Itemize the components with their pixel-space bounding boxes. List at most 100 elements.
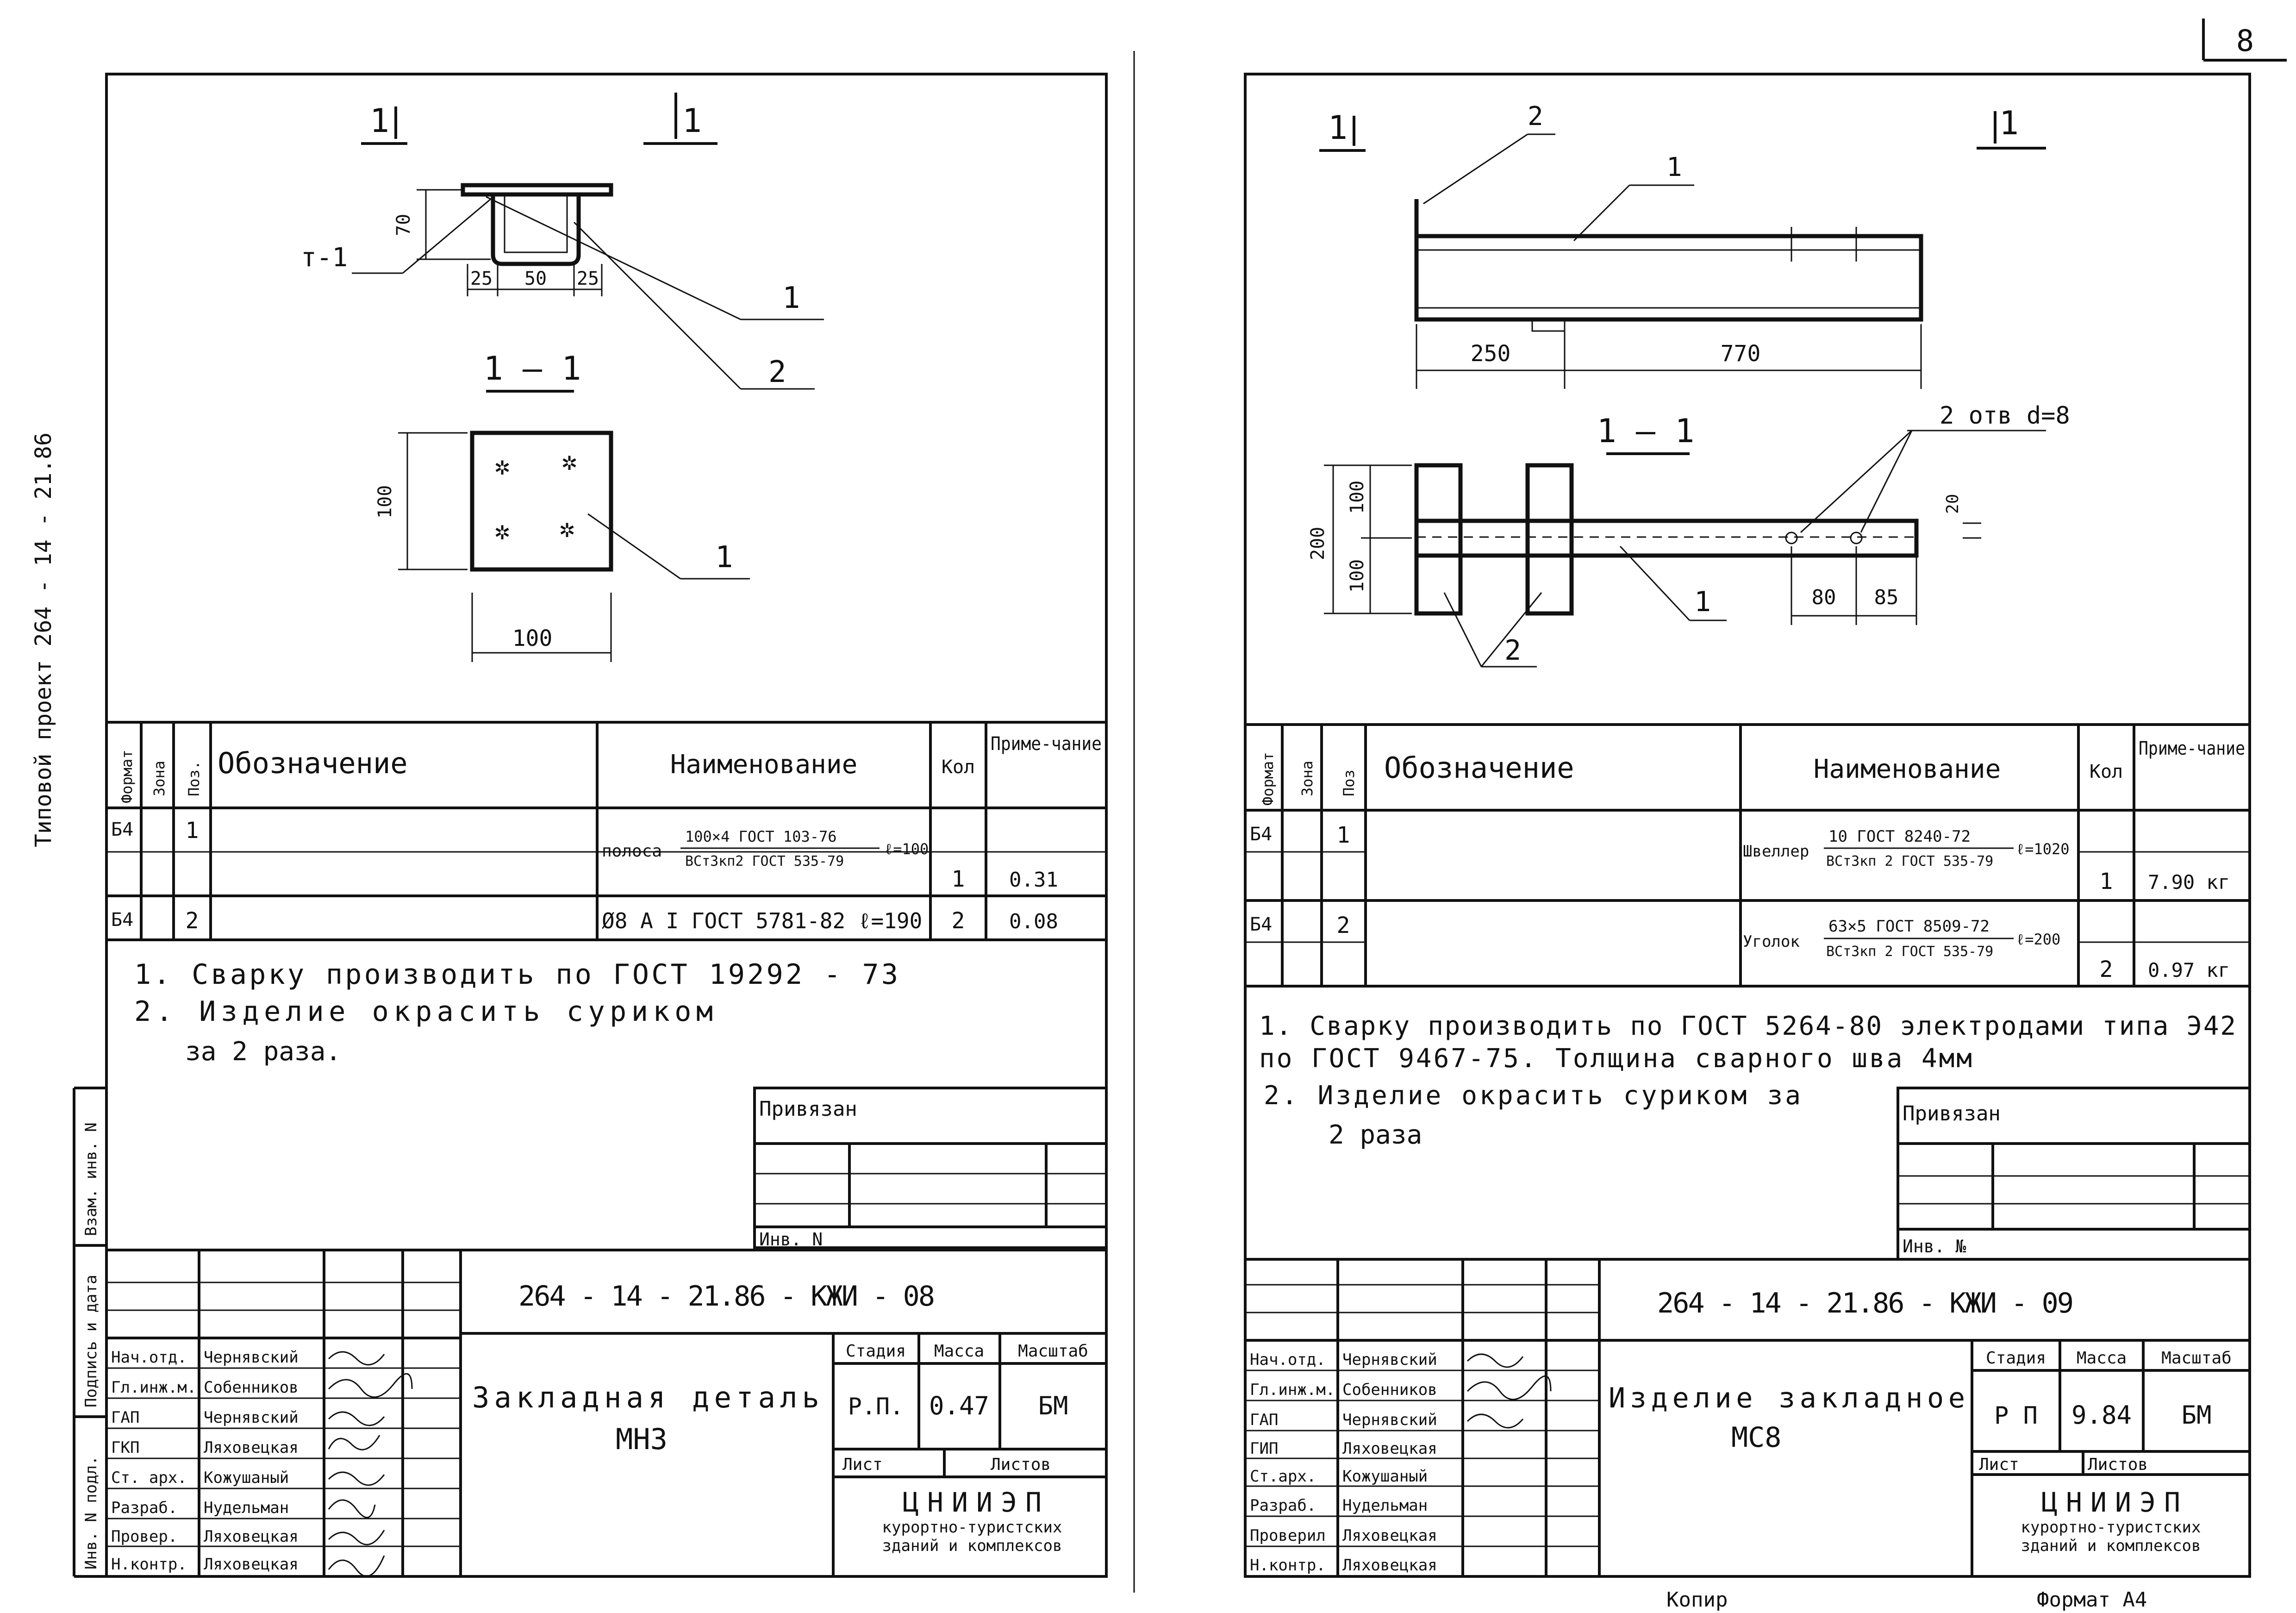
- right-privyazan: Привязан: [1903, 1102, 2001, 1125]
- r-callout-2a: 2: [1528, 101, 1543, 131]
- footer-format: Формат А4: [2037, 1588, 2147, 1612]
- right-org-1: ЦНИИЭП: [2041, 1487, 2180, 1518]
- hdr-zone: Зона: [150, 761, 168, 796]
- row1-length: ℓ=100: [884, 840, 929, 858]
- footer-copied: Копир: [1666, 1588, 1728, 1612]
- row1-name-prefix: полоса: [602, 842, 662, 861]
- left-sheet-frame: [105, 73, 1108, 1578]
- section-mark-1a: 1: [370, 102, 389, 140]
- left-doc-code: 264 - 14 - 21.86 - КЖИ - 08: [518, 1280, 935, 1313]
- weld-mark: т-1: [301, 243, 348, 273]
- left-mass: 0.47: [929, 1391, 989, 1420]
- hdr-format: Формат: [118, 750, 136, 803]
- left-privyazan: Привязан: [759, 1097, 857, 1121]
- svg-text:Провер.: Провер.: [111, 1527, 177, 1546]
- svg-text:ГКП: ГКП: [111, 1438, 139, 1457]
- svg-text:Наименование: Наименование: [1814, 754, 2001, 784]
- svg-text:1. Сварку производить по ГОСТ: 1. Сварку производить по ГОСТ 19292 - 73: [134, 958, 898, 991]
- svg-text:1: 1: [1337, 822, 1350, 848]
- svg-text:1: 1: [2100, 869, 2113, 894]
- svg-text:Ст. арх.: Ст. арх.: [111, 1469, 187, 1487]
- svg-text:Ляховецкая: Ляховецкая: [1342, 1439, 1437, 1458]
- svg-text:✲: ✲: [494, 451, 510, 481]
- r-dim-200: 200: [1307, 527, 1329, 560]
- callout-1a: 1: [782, 281, 800, 315]
- hdr-note: Приме-чание: [991, 733, 1102, 755]
- r-section-mark-a: 1: [1328, 109, 1348, 147]
- svg-text:Формат: Формат: [1259, 752, 1277, 806]
- svg-text:10 ГОСТ 8240-72: 10 ГОСТ 8240-72: [1828, 827, 1971, 846]
- r-section-title: 1 — 1: [1597, 412, 1695, 450]
- svg-text:Гл.инж.м.: Гл.инж.м.: [1250, 1381, 1335, 1399]
- svg-text:Н.контр.: Н.контр.: [111, 1555, 187, 1574]
- section-title-1-1: 1 — 1: [484, 350, 581, 388]
- svg-text:Листов: Листов: [991, 1455, 1051, 1474]
- svg-text:✲: ✲: [559, 513, 575, 544]
- svg-text:Ляховецкая: Ляховецкая: [1342, 1526, 1437, 1545]
- r-dim-85: 85: [1874, 586, 1899, 609]
- right-binding-box: Привязан Инв. №: [1897, 1087, 2251, 1261]
- row2-format: Б4: [111, 909, 133, 931]
- left-notes: 1. Сварку производить по ГОСТ 19292 - 73…: [134, 958, 898, 1067]
- right-title-block: Нач.отд. Чернявский Гл.инж.м. Собенников Г…: [1245, 1258, 2250, 1576]
- svg-text:ℓ=1020: ℓ=1020: [2016, 840, 2070, 858]
- left-title-2: МН3: [616, 1422, 668, 1456]
- plate-welds: ✲ ✲ ✲ ✲: [494, 446, 577, 546]
- svg-text:Обозначение: Обозначение: [1384, 751, 1574, 785]
- angle-a-plan: [1414, 463, 1463, 616]
- row1-note: 0.31: [1009, 868, 1058, 892]
- left-title-1: Закладная деталь: [472, 1381, 819, 1414]
- svg-text:Проверил: Проверил: [1250, 1526, 1326, 1545]
- right-notes: 1. Сварку производить по ГОСТ 5264-80 эл…: [1259, 1011, 2236, 1150]
- svg-text:63×5 ГОСТ 8509-72: 63×5 ГОСТ 8509-72: [1828, 917, 1990, 936]
- svg-text:Масштаб: Масштаб: [1018, 1342, 1088, 1361]
- left-stage: Р.П.: [848, 1393, 904, 1420]
- u-bar-section: [491, 194, 581, 266]
- svg-text:Кожушаный: Кожушаный: [204, 1469, 289, 1487]
- left-title-block: Нач.отд.Чернявский Гл.инж.м.Собенников Г…: [106, 1249, 1106, 1577]
- row1-format: Б4: [111, 819, 133, 840]
- svg-text:Нач.отд.: Нач.отд.: [1250, 1350, 1326, 1369]
- svg-text:Ляховецкая: Ляховецкая: [204, 1555, 299, 1574]
- hdr-designation: Обозначение: [218, 746, 408, 780]
- svg-text:ГАП: ГАП: [1250, 1411, 1278, 1429]
- r-callout-1b: 1: [1694, 586, 1711, 618]
- svg-text:ℓ=200: ℓ=200: [2016, 931, 2060, 948]
- svg-text:Собенников: Собенников: [1342, 1381, 1437, 1399]
- right-org-3: зданий и комплексов: [2021, 1537, 2201, 1555]
- svg-text:Уголок: Уголок: [1743, 932, 1800, 951]
- left-inv: Инв. N: [759, 1229, 823, 1250]
- right-scale: БМ: [2181, 1400, 2211, 1430]
- row2-note: 0.08: [1009, 910, 1058, 933]
- left-drawing: 1 1 70 25 50 25 т-1 1 2 1 —: [301, 93, 824, 662]
- svg-text:Швеллер: Швеллер: [1743, 842, 1809, 861]
- svg-text:Б4: Б4: [1250, 914, 1272, 935]
- right-org-2: курортно-туристских: [2021, 1518, 2201, 1537]
- svg-text:Разраб.: Разраб.: [111, 1499, 177, 1517]
- side-stamp: Типовой проект 264 - 14 - 21.86: [31, 432, 56, 847]
- svg-text:Чернявский: Чернявский: [204, 1408, 299, 1427]
- left-spec-table: Формат Зона Поз. Обозначение Наименовани…: [106, 721, 1106, 941]
- svg-text:Стадия: Стадия: [1986, 1349, 2046, 1368]
- dim-25b: 25: [577, 268, 599, 289]
- svg-text:Гл.инж.м.: Гл.инж.м.: [111, 1378, 196, 1397]
- row1-pos: 1: [186, 818, 199, 844]
- right-doc-code: 264 - 14 - 21.86 - КЖИ - 09: [1657, 1287, 2074, 1319]
- svg-text:2: 2: [1337, 913, 1350, 938]
- r-dim-100b: 100: [1347, 559, 1368, 593]
- right-signatures: [1466, 1353, 1552, 1429]
- r-callout-1a: 1: [1666, 152, 1682, 182]
- row2-pos: 2: [186, 908, 199, 934]
- left-org-3: зданий и комплексов: [882, 1537, 1062, 1555]
- svg-text:ГАП: ГАП: [111, 1408, 139, 1427]
- svg-text:ВСт3кп 2 ГОСТ 535-79: ВСт3кп 2 ГОСТ 535-79: [1826, 944, 1993, 960]
- angle-b-plan: [1525, 463, 1574, 616]
- svg-text:2: 2: [2100, 957, 2113, 982]
- svg-text:по ГОСТ 9467-75. Толщина сварн: по ГОСТ 9467-75. Толщина сварного шва 4м…: [1259, 1044, 1972, 1074]
- svg-text:Поз: Поз: [1340, 769, 1358, 796]
- svg-text:0.97 кг: 0.97 кг: [2148, 959, 2230, 982]
- plate-plan: [470, 431, 613, 572]
- svg-text:Чернявский: Чернявский: [1342, 1350, 1437, 1369]
- r-callout-2b: 2: [1504, 634, 1521, 667]
